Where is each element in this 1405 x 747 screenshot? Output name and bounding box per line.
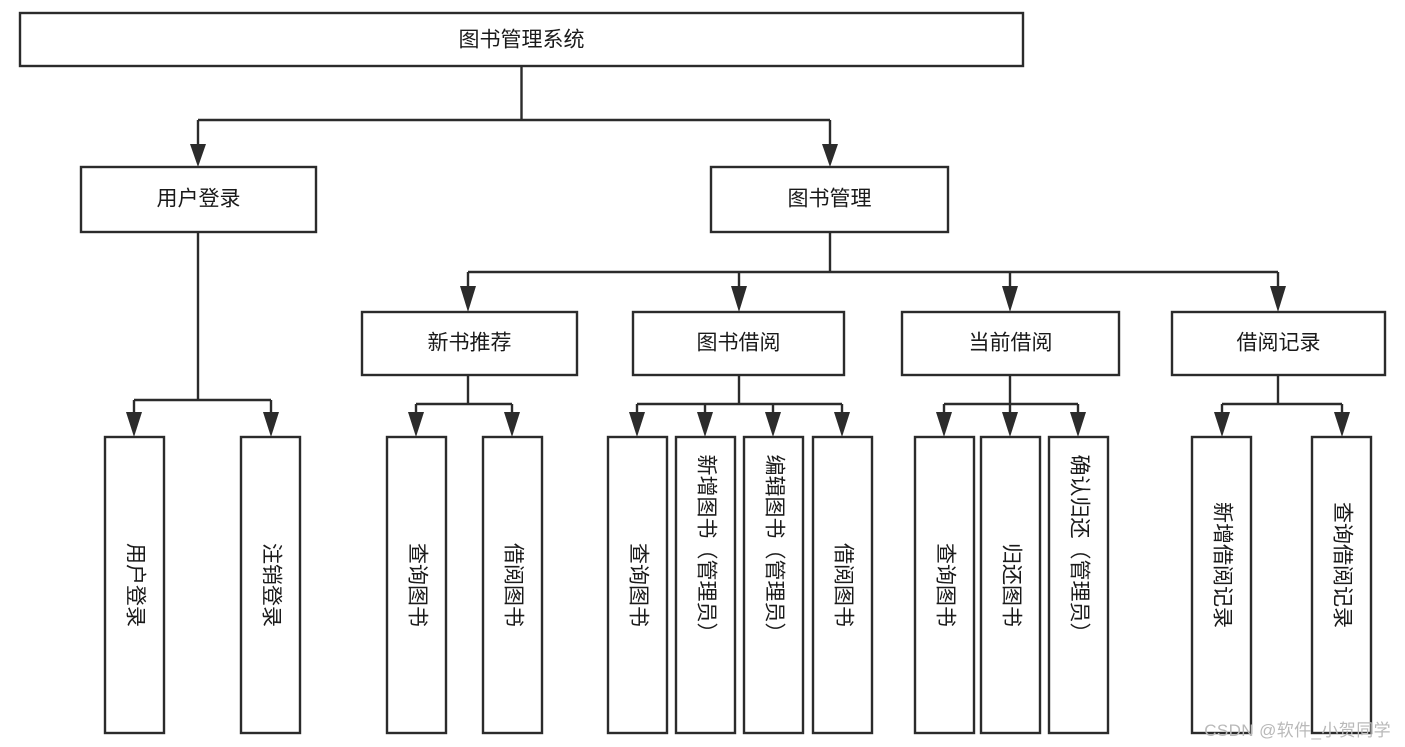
node-leaf-9-box[interactable]	[913, 435, 976, 735]
node-leaf-3-label: 查询图书	[405, 543, 428, 627]
arrowhead-leaf-13	[1334, 412, 1350, 437]
node-leaf-11[interactable]: 确认归还（管理员）	[1047, 435, 1110, 735]
arrowhead-leaf-3	[408, 412, 424, 437]
node-leaf-6-label: 新增图书（管理员）	[694, 455, 717, 644]
arrowhead-leaf-7	[765, 412, 781, 437]
node-root-label: 图书管理系统	[459, 29, 585, 52]
node-leaf-5-label: 查询图书	[626, 543, 649, 627]
node-current[interactable]: 当前借阅	[900, 310, 1121, 377]
arrowhead-leaf-1	[126, 412, 142, 437]
node-leaf-7-box[interactable]	[742, 435, 805, 735]
node-leaf-13-label: 查询借阅记录	[1330, 502, 1353, 628]
node-newbook-label: 新书推荐	[428, 332, 512, 355]
node-newbook[interactable]: 新书推荐	[360, 310, 579, 377]
node-leaf-1-label: 用户登录	[123, 543, 146, 627]
node-leaf-8-box[interactable]	[811, 435, 874, 735]
node-bookmgmt[interactable]: 图书管理	[709, 165, 950, 234]
arrowhead-current	[1002, 286, 1018, 312]
arrowhead-login	[190, 144, 206, 167]
arrowhead-leaf-12	[1214, 412, 1230, 437]
arrowhead-leaf-10	[1002, 412, 1018, 437]
node-leaf-6[interactable]: 新增图书（管理员）	[674, 435, 737, 735]
node-leaf-2[interactable]: 注销登录	[239, 435, 302, 735]
node-leaf-6-box[interactable]	[674, 435, 737, 735]
node-login[interactable]: 用户登录	[79, 165, 318, 234]
node-leaf-7-label: 编辑图书（管理员）	[762, 455, 785, 644]
node-root-box[interactable]	[18, 11, 1025, 68]
arrowhead-leaf-6	[697, 412, 713, 437]
arrowhead-leaf-9	[936, 412, 952, 437]
node-bookmgmt-label: 图书管理	[788, 188, 872, 211]
arrowhead-newbook	[460, 286, 476, 312]
node-leaf-3-box[interactable]	[385, 435, 448, 735]
node-record[interactable]: 借阅记录	[1170, 310, 1387, 377]
node-login-box[interactable]	[79, 165, 318, 234]
connector-layer	[126, 66, 1350, 437]
node-leaf-9[interactable]: 查询图书	[913, 435, 976, 735]
arrowhead-leaf-8	[834, 412, 850, 437]
node-borrow[interactable]: 图书借阅	[631, 310, 846, 377]
node-current-box[interactable]	[900, 310, 1121, 377]
node-current-label: 当前借阅	[969, 332, 1053, 355]
node-leaf-12-label: 新增借阅记录	[1210, 502, 1233, 628]
node-leaf-10[interactable]: 归还图书	[979, 435, 1042, 735]
arrowhead-leaf-11	[1070, 412, 1086, 437]
node-leaf-5[interactable]: 查询图书	[606, 435, 669, 735]
node-leaf-1-box[interactable]	[103, 435, 166, 735]
node-newbook-box[interactable]	[360, 310, 579, 377]
arrowhead-leaf-5	[629, 412, 645, 437]
arrowhead-leaf-2	[263, 412, 279, 437]
node-leaf-11-label: 确认归还（管理员）	[1067, 455, 1090, 644]
node-leaf-7[interactable]: 编辑图书（管理员）	[742, 435, 805, 735]
node-leaf-8-label: 借阅图书	[831, 543, 854, 627]
csdn-watermark: CSDN @软件_小贺同学	[1204, 721, 1391, 740]
node-record-box[interactable]	[1170, 310, 1387, 377]
node-leaf-2-label: 注销登录	[259, 543, 282, 627]
arrowhead-bookmgmt	[822, 144, 838, 167]
node-root[interactable]: 图书管理系统	[18, 11, 1025, 68]
node-leaf-4-box[interactable]	[481, 435, 544, 735]
node-record-label: 借阅记录	[1237, 332, 1321, 355]
node-borrow-label: 图书借阅	[697, 332, 781, 355]
node-leaf-4[interactable]: 借阅图书	[481, 435, 544, 735]
node-leaf-13[interactable]: 查询借阅记录	[1310, 435, 1373, 735]
node-leaf-3[interactable]: 查询图书	[385, 435, 448, 735]
node-leaf-12[interactable]: 新增借阅记录	[1190, 435, 1253, 735]
arrowhead-borrow	[731, 286, 747, 312]
arrowhead-leaf-4	[504, 412, 520, 437]
node-leaf-1[interactable]: 用户登录	[103, 435, 166, 735]
node-leaf-12-box[interactable]	[1190, 435, 1253, 735]
node-leaf-9-label: 查询图书	[933, 543, 956, 627]
node-leaf-11-box[interactable]	[1047, 435, 1110, 735]
node-leaf-10-label: 归还图书	[999, 543, 1022, 627]
arrowhead-record	[1270, 286, 1286, 312]
node-leaf-13-box[interactable]	[1310, 435, 1373, 735]
node-leaf-4-label: 借阅图书	[501, 543, 524, 627]
node-login-label: 用户登录	[157, 188, 241, 211]
node-borrow-box[interactable]	[631, 310, 846, 377]
node-leaf-2-box[interactable]	[239, 435, 302, 735]
node-leaf-8[interactable]: 借阅图书	[811, 435, 874, 735]
node-leaf-10-box[interactable]	[979, 435, 1042, 735]
node-leaf-5-box[interactable]	[606, 435, 669, 735]
node-bookmgmt-box[interactable]	[709, 165, 950, 234]
